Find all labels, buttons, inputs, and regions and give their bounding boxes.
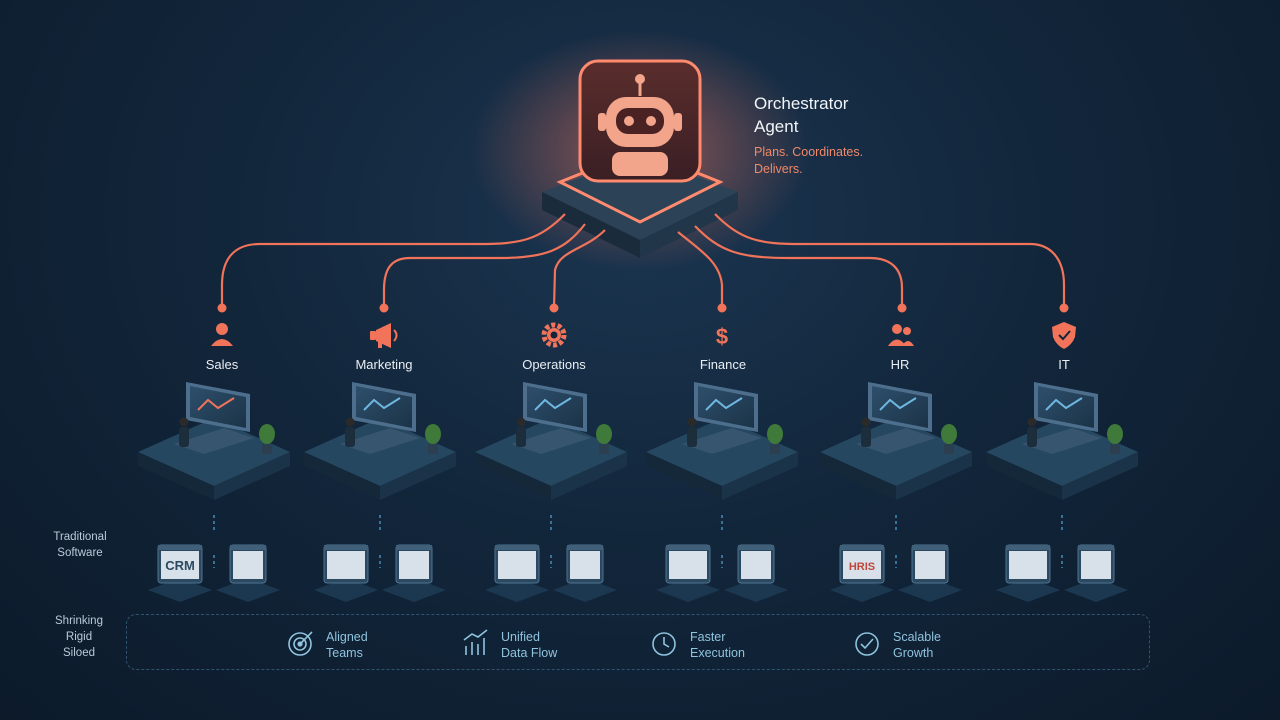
shrinking-label: Shrinking Rigid Siloed — [34, 613, 124, 661]
dept-label-operations: Operations — [522, 357, 586, 372]
check-circle-icon — [855, 632, 879, 656]
connector-sales — [220, 213, 566, 307]
shrinking-label-line1: Shrinking — [55, 615, 103, 627]
dept-label-it: IT — [1058, 357, 1070, 372]
dept-label-sales: Sales — [205, 357, 239, 372]
orchestrator-title-line2: Agent — [754, 117, 799, 136]
robot-icon — [598, 74, 682, 176]
app-tile — [148, 544, 212, 602]
people-icon — [888, 324, 914, 346]
benefit-label-line1: Scalable — [893, 630, 941, 644]
orchestrator-subtitle-line1: Plans. Coordinates. — [754, 145, 864, 159]
app-tile — [898, 544, 962, 602]
app-tile — [314, 544, 378, 602]
workstation-marketing — [304, 382, 456, 500]
app-tile — [216, 544, 280, 602]
orchestrator-title: Orchestrator Agent — [754, 92, 914, 138]
app-tile — [996, 544, 1060, 602]
traditional-software-label: Traditional Software — [35, 529, 125, 561]
workstation-it — [986, 382, 1138, 500]
traditional-label-line1: Traditional — [53, 531, 107, 543]
benefit-label-line2: Execution — [690, 646, 745, 660]
connector-it — [714, 213, 1066, 307]
app-tile — [553, 544, 617, 602]
app-tile — [382, 544, 446, 602]
connector-finance — [677, 231, 724, 307]
software-hr — [830, 544, 962, 602]
software-it — [996, 544, 1128, 602]
department-workstations — [138, 382, 1138, 500]
benefit-unified-data-flow: Unified Data Flow — [501, 629, 611, 661]
workstation-operations — [475, 382, 627, 500]
user-icon — [211, 323, 233, 346]
benefit-label-line2: Data Flow — [501, 646, 558, 660]
dept-label-marketing: Marketing — [355, 357, 413, 372]
clock-icon — [652, 632, 676, 656]
orchestrator-title-line1: Orchestrator — [754, 94, 849, 113]
benefits-panel — [126, 614, 1150, 670]
benefit-aligned-teams: Aligned Teams — [326, 629, 436, 661]
software-flow-connectors — [213, 515, 1063, 568]
benefit-label-line1: Faster — [690, 630, 726, 644]
benefit-faster-execution: Faster Execution — [690, 629, 800, 661]
workstation-finance — [646, 382, 798, 500]
hris-label: HRIS — [849, 561, 875, 573]
megaphone-icon — [370, 323, 398, 348]
connector-marketing — [382, 223, 586, 307]
software-sales — [148, 544, 280, 602]
software-marketing — [314, 544, 446, 602]
connector-hr — [694, 225, 904, 307]
dollar-icon: $ — [716, 324, 728, 349]
shrinking-label-line2: Rigid — [65, 631, 93, 643]
app-tile — [656, 544, 720, 602]
orchestrator-connectors — [220, 213, 1066, 308]
app-tile — [724, 544, 788, 602]
benefit-label-line1: Aligned — [326, 630, 368, 644]
benefit-label-line2: Growth — [893, 646, 934, 660]
traditional-software-row: CRM HRIS — [148, 544, 1128, 602]
connector-operations — [552, 229, 606, 308]
connector-dots — [217, 303, 1069, 313]
traditional-label-line2: Software — [57, 547, 103, 559]
chart-icon — [463, 629, 488, 655]
app-tile — [485, 544, 549, 602]
benefit-scalable-growth: Scalable Growth — [893, 629, 1003, 661]
target-icon — [288, 631, 313, 656]
dept-label-finance: Finance — [699, 357, 747, 372]
workstation-sales — [138, 382, 290, 500]
orchestrator-subtitle-line2: Delivers. — [754, 162, 803, 176]
software-finance — [656, 544, 788, 602]
software-operations — [485, 544, 617, 602]
orchestrator-subtitle: Plans. Coordinates. Delivers. — [754, 144, 894, 178]
benefit-label-line2: Teams — [326, 646, 363, 660]
shrinking-label-line3: Siloed — [63, 647, 95, 659]
app-tile — [1064, 544, 1128, 602]
shield-icon — [1052, 322, 1076, 349]
dept-label-hr: HR — [890, 357, 910, 372]
crm-label: CRM — [165, 558, 195, 573]
benefit-label-line1: Unified — [501, 630, 540, 644]
workstation-hr — [820, 382, 972, 500]
gear-icon — [541, 322, 567, 348]
app-tile — [830, 544, 894, 602]
